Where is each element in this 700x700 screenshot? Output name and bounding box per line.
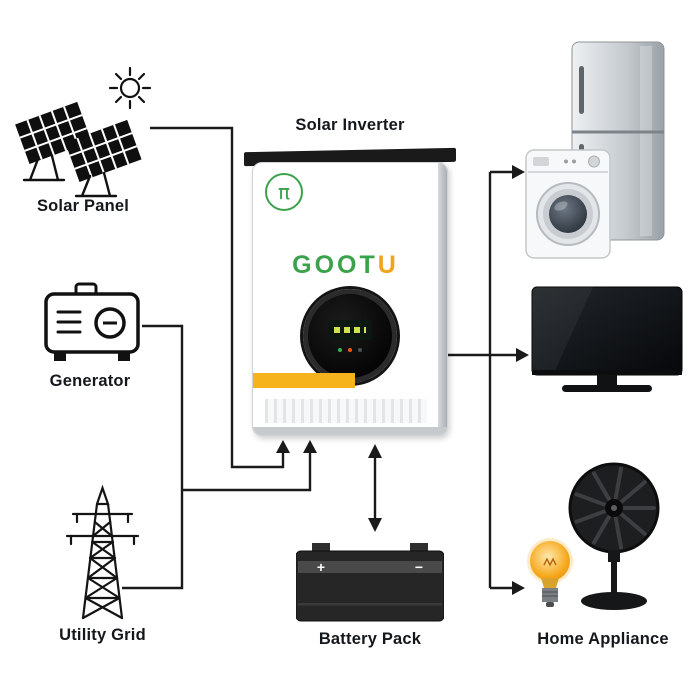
brand-text-orange: U bbox=[377, 251, 399, 279]
washing-machine-icon bbox=[525, 149, 611, 259]
brand-logo: GOOTU bbox=[253, 251, 438, 280]
battery-pack-node: + − bbox=[295, 543, 445, 628]
battery-plus-terminal: + bbox=[317, 559, 325, 575]
light-bulb-node bbox=[526, 534, 574, 623]
fan-icon bbox=[568, 462, 660, 610]
utility-grid-label: Utility Grid bbox=[59, 626, 146, 644]
solar-panel-icon bbox=[15, 66, 152, 198]
vent-grille bbox=[265, 399, 427, 423]
light-bulb-icon bbox=[527, 538, 573, 607]
arrowhead-up-icon bbox=[368, 444, 382, 458]
solar-panel-front bbox=[65, 119, 142, 182]
utility-grid-node bbox=[55, 478, 150, 628]
lcd-screen bbox=[328, 320, 372, 340]
fan-node bbox=[552, 460, 667, 623]
washing-machine-node bbox=[524, 146, 612, 267]
arrowhead-down-icon bbox=[368, 518, 382, 532]
solar-panel-label: Solar Panel bbox=[36, 197, 130, 215]
arrowhead-up-icon bbox=[276, 440, 290, 453]
arrowhead-right-icon bbox=[516, 348, 529, 362]
accent-stripe bbox=[253, 373, 355, 388]
tv-node bbox=[531, 286, 683, 413]
arrowhead-right-icon bbox=[512, 581, 525, 595]
solar-inverter-label: Solar Inverter bbox=[295, 116, 405, 134]
arrowhead-up-icon bbox=[303, 440, 317, 453]
sun-icon bbox=[108, 66, 152, 110]
pi-logo-icon: π bbox=[265, 173, 303, 211]
generator-icon bbox=[44, 282, 140, 361]
inverter-display bbox=[303, 289, 397, 383]
tv-icon bbox=[531, 286, 683, 392]
solar-panel-back bbox=[15, 101, 92, 164]
home-appliance-label: Home Appliance bbox=[537, 630, 669, 648]
utility-grid-icon bbox=[65, 484, 140, 620]
indicator-leds bbox=[338, 348, 362, 352]
battery-pack-label: Battery Pack bbox=[318, 630, 422, 648]
battery-minus-terminal: − bbox=[415, 559, 423, 575]
solar-panel-node bbox=[8, 62, 158, 205]
inverter-side-shadow bbox=[438, 163, 447, 435]
solar-inverter-device: π GOOTU bbox=[244, 147, 456, 438]
generator-node bbox=[42, 282, 142, 371]
inverter-body: π GOOTU bbox=[252, 162, 448, 436]
generator-label: Generator bbox=[49, 372, 131, 390]
battery-pack-icon: + − bbox=[295, 543, 445, 622]
inverter-bottom-lip bbox=[253, 427, 447, 435]
brand-text-green: GOOT bbox=[292, 251, 378, 279]
wire-bus-to-inverter bbox=[182, 452, 312, 492]
lcd-segments bbox=[334, 327, 366, 333]
